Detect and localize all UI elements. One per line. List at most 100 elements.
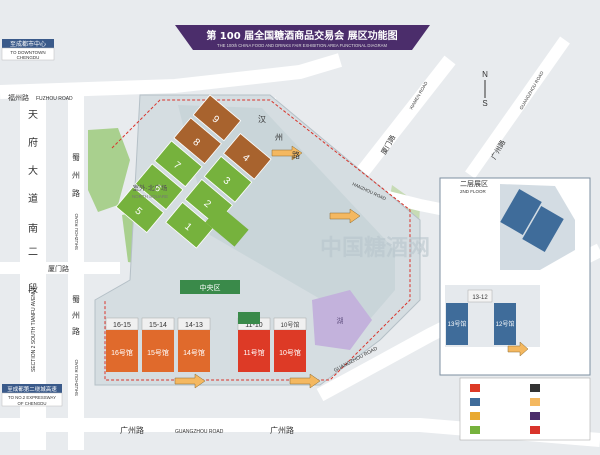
inset-hall-13-12-label: 13-12 bbox=[472, 295, 488, 301]
hall-14[interactable]: 14-13 14号馆 bbox=[177, 317, 211, 372]
inset-hall-upper-1[interactable] bbox=[500, 189, 542, 235]
hall-5-label: 5 bbox=[133, 206, 145, 218]
hall-9-label: 9 bbox=[210, 114, 222, 126]
central-area-label: 中央区 bbox=[200, 283, 221, 292]
inset-hall-13[interactable]: 13号馆 bbox=[446, 303, 468, 345]
svg-text:路: 路 bbox=[72, 326, 80, 336]
road-label-shuzhou-en2: SHUZHOU ROAD bbox=[74, 359, 79, 396]
inset-hall-13-12[interactable]: 13-12 bbox=[467, 289, 493, 303]
svg-text:府: 府 bbox=[28, 136, 38, 149]
compass-south: S bbox=[482, 99, 487, 108]
lavender-area bbox=[312, 290, 372, 350]
svg-text:二: 二 bbox=[28, 247, 38, 258]
legend-icon-8 bbox=[530, 426, 540, 434]
sign-downtown-en2: CHENGDU bbox=[17, 55, 40, 60]
hall-11[interactable]: 11-10 11号馆 bbox=[237, 317, 271, 372]
road-label-fuzhou-en: FUZHOU ROAD bbox=[36, 96, 73, 102]
hall-1-label: 1 bbox=[182, 221, 194, 233]
hall-5[interactable]: 5 bbox=[115, 186, 165, 234]
hall-2-label: 2 bbox=[201, 198, 213, 210]
entrance-arrow-south-1 bbox=[174, 373, 206, 389]
hall-11-annex bbox=[238, 312, 260, 324]
sign-downtown-en1: TO DOWNTOWN bbox=[10, 50, 45, 55]
watermark: 中国糖酒网 bbox=[320, 235, 430, 261]
compass-north: N bbox=[482, 70, 488, 79]
sign-expressway-en2: OF CHENGDU bbox=[18, 401, 47, 406]
svg-text:南: 南 bbox=[28, 222, 38, 235]
hall-15-label: 15号馆 bbox=[147, 348, 169, 357]
entrance-arrow-east-2 bbox=[329, 208, 361, 224]
legend-icon-5 bbox=[530, 384, 540, 392]
hall-4-label: 4 bbox=[240, 152, 252, 164]
hall-15[interactable]: 15-14 15号馆 bbox=[141, 317, 175, 372]
hall-1[interactable]: 1 bbox=[165, 201, 214, 249]
road-label-hanzhou-3: 路 bbox=[292, 150, 300, 160]
inset-hall-13-label: 13号馆 bbox=[448, 320, 467, 328]
svg-text:州: 州 bbox=[72, 311, 80, 320]
legend-box bbox=[459, 377, 591, 441]
hall-16-label: 16号馆 bbox=[111, 348, 133, 357]
legend-icon-7 bbox=[530, 412, 540, 420]
svg-text:大: 大 bbox=[28, 164, 38, 177]
road-label-shuzhou-cn: 蜀 州 路 bbox=[72, 153, 80, 198]
entrance-arrow-south-2 bbox=[289, 373, 321, 389]
sign-expressway-en1: TO NO.2 EXPRESSWAY bbox=[8, 395, 56, 400]
road-xiamen-diagonal bbox=[354, 55, 456, 180]
hall-7[interactable]: 7 bbox=[154, 140, 203, 188]
legend-icon-6 bbox=[530, 398, 540, 406]
legend-icon-3 bbox=[470, 412, 480, 420]
hall-14-label: 14号馆 bbox=[183, 348, 205, 357]
legend-icon-1 bbox=[470, 384, 480, 392]
svg-text:州: 州 bbox=[72, 171, 80, 180]
road-network bbox=[0, 36, 600, 450]
road-label-guangzhou-south-cn: 广州路 bbox=[120, 425, 144, 435]
svg-text:蜀: 蜀 bbox=[72, 295, 80, 304]
hall-11-top-label: 11-10 bbox=[245, 322, 262, 329]
svg-text:蜀: 蜀 bbox=[72, 153, 80, 162]
sign-expressway: 至成都第二绕城高速 TO NO.2 EXPRESSWAY OF CHENGDU bbox=[1, 384, 63, 407]
road-xiamen-west bbox=[0, 262, 120, 274]
svg-text:路: 路 bbox=[72, 188, 80, 198]
road-label-guangzhou-south-en: GUANGZHOU ROAD bbox=[175, 429, 224, 435]
entrance-arrow-east-1 bbox=[271, 145, 303, 161]
inset-hall-12-label: 12号馆 bbox=[496, 320, 515, 328]
hall-3[interactable]: 3 bbox=[203, 155, 253, 203]
title-main: 第 100 届全国糖酒商品交易会 展区功能图 bbox=[206, 29, 397, 42]
svg-text:段: 段 bbox=[28, 282, 38, 295]
hall-6[interactable]: 6 bbox=[134, 163, 184, 211]
south-hall-row: 16-15 16号馆 15-14 15号馆 14-13 14号馆 11-10 1… bbox=[105, 312, 307, 372]
road-label-xiamen-west: 厦门路 bbox=[48, 264, 69, 273]
hall-16-top-label: 16-15 bbox=[113, 322, 131, 329]
second-floor-inset: 二层展区 2ND FLOOR 13-12 13号馆 12号馆 bbox=[439, 177, 591, 376]
sign-expressway-cn: 至成都第二绕城高速 bbox=[7, 385, 57, 393]
road-label-shuzhou-en: SHUZHOU ROAD bbox=[74, 213, 79, 250]
hall-annex[interactable] bbox=[205, 205, 249, 247]
central-area-block[interactable] bbox=[180, 280, 240, 294]
hall-4[interactable]: 4 bbox=[223, 132, 272, 180]
inset-title-en: 2ND FLOOR bbox=[460, 189, 487, 194]
hall-8[interactable]: 8 bbox=[173, 117, 222, 165]
compass: N S bbox=[482, 70, 488, 108]
hall-9[interactable]: 9 bbox=[192, 94, 242, 142]
sign-downtown: 至成都市中心 TO DOWNTOWN CHENGDU bbox=[1, 39, 55, 61]
north-square-label: 室外·北广场 bbox=[133, 183, 168, 192]
road-label-guangzhou-south-cn2: 广州路 bbox=[270, 425, 294, 435]
road-label-fuzhou-cn: 福州路 bbox=[8, 93, 29, 102]
legend-icon-2 bbox=[470, 398, 480, 406]
inset-hall-upper-2[interactable] bbox=[522, 206, 564, 252]
road-guangzhou-northeast bbox=[465, 36, 570, 179]
inset-hall-12[interactable]: 12号馆 bbox=[494, 303, 516, 345]
park-west bbox=[88, 128, 130, 212]
sign-downtown-cn: 至成都市中心 bbox=[10, 40, 46, 48]
hall-11-label: 11号馆 bbox=[243, 348, 264, 357]
hall-10[interactable]: 10号馆 10号馆 bbox=[273, 317, 307, 372]
hall-16[interactable]: 16-15 16号馆 bbox=[105, 317, 139, 372]
road-label-tianfu-cn: 天 府 大 道 南 二 段 bbox=[28, 110, 38, 295]
hall-15-top-label: 15-14 bbox=[149, 322, 167, 329]
hall-6-label: 6 bbox=[152, 183, 164, 195]
road-fuzhou bbox=[0, 53, 343, 99]
road-label-hanzhou-2: 州 bbox=[275, 133, 283, 142]
road-label-hanzhou-1: 汉 bbox=[258, 115, 266, 124]
